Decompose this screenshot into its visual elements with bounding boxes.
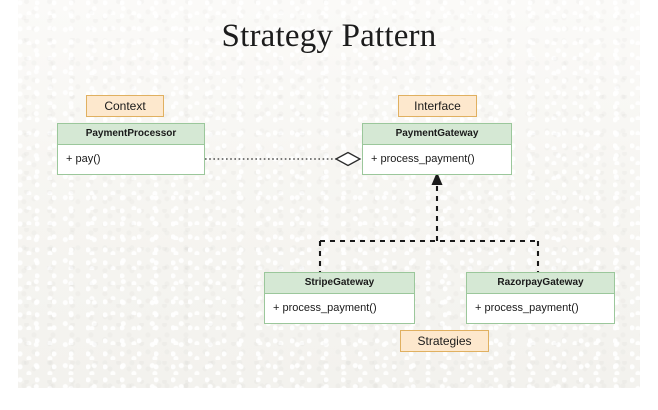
class-name-stripe-gateway: StripeGateway: [265, 273, 414, 294]
annotation-strategies[interactable]: Strategies: [400, 330, 489, 352]
annotation-context[interactable]: Context: [86, 95, 164, 117]
class-name-payment-processor: PaymentProcessor: [58, 124, 204, 145]
page-title: Strategy Pattern: [221, 18, 437, 54]
class-box-payment-gateway[interactable]: PaymentGateway + process_payment(): [362, 123, 512, 175]
annotation-interface[interactable]: Interface: [398, 95, 477, 117]
paper-background: [18, 0, 640, 388]
class-member-payment-gateway-0: + process_payment(): [363, 145, 511, 174]
class-name-payment-gateway: PaymentGateway: [363, 124, 511, 145]
class-box-razorpay-gateway[interactable]: RazorpayGateway + process_payment(): [466, 272, 615, 324]
class-member-payment-processor-0: + pay(): [58, 145, 204, 174]
solid-arrowhead-marker: [431, 172, 443, 185]
class-member-stripe-gateway-0: + process_payment(): [265, 294, 414, 323]
class-box-stripe-gateway[interactable]: StripeGateway + process_payment(): [264, 272, 415, 324]
hollow-diamond-marker: [334, 151, 362, 167]
class-member-razorpay-gateway-0: + process_payment(): [467, 294, 614, 323]
class-name-razorpay-gateway: RazorpayGateway: [467, 273, 614, 294]
class-box-payment-processor[interactable]: PaymentProcessor + pay(): [57, 123, 205, 175]
